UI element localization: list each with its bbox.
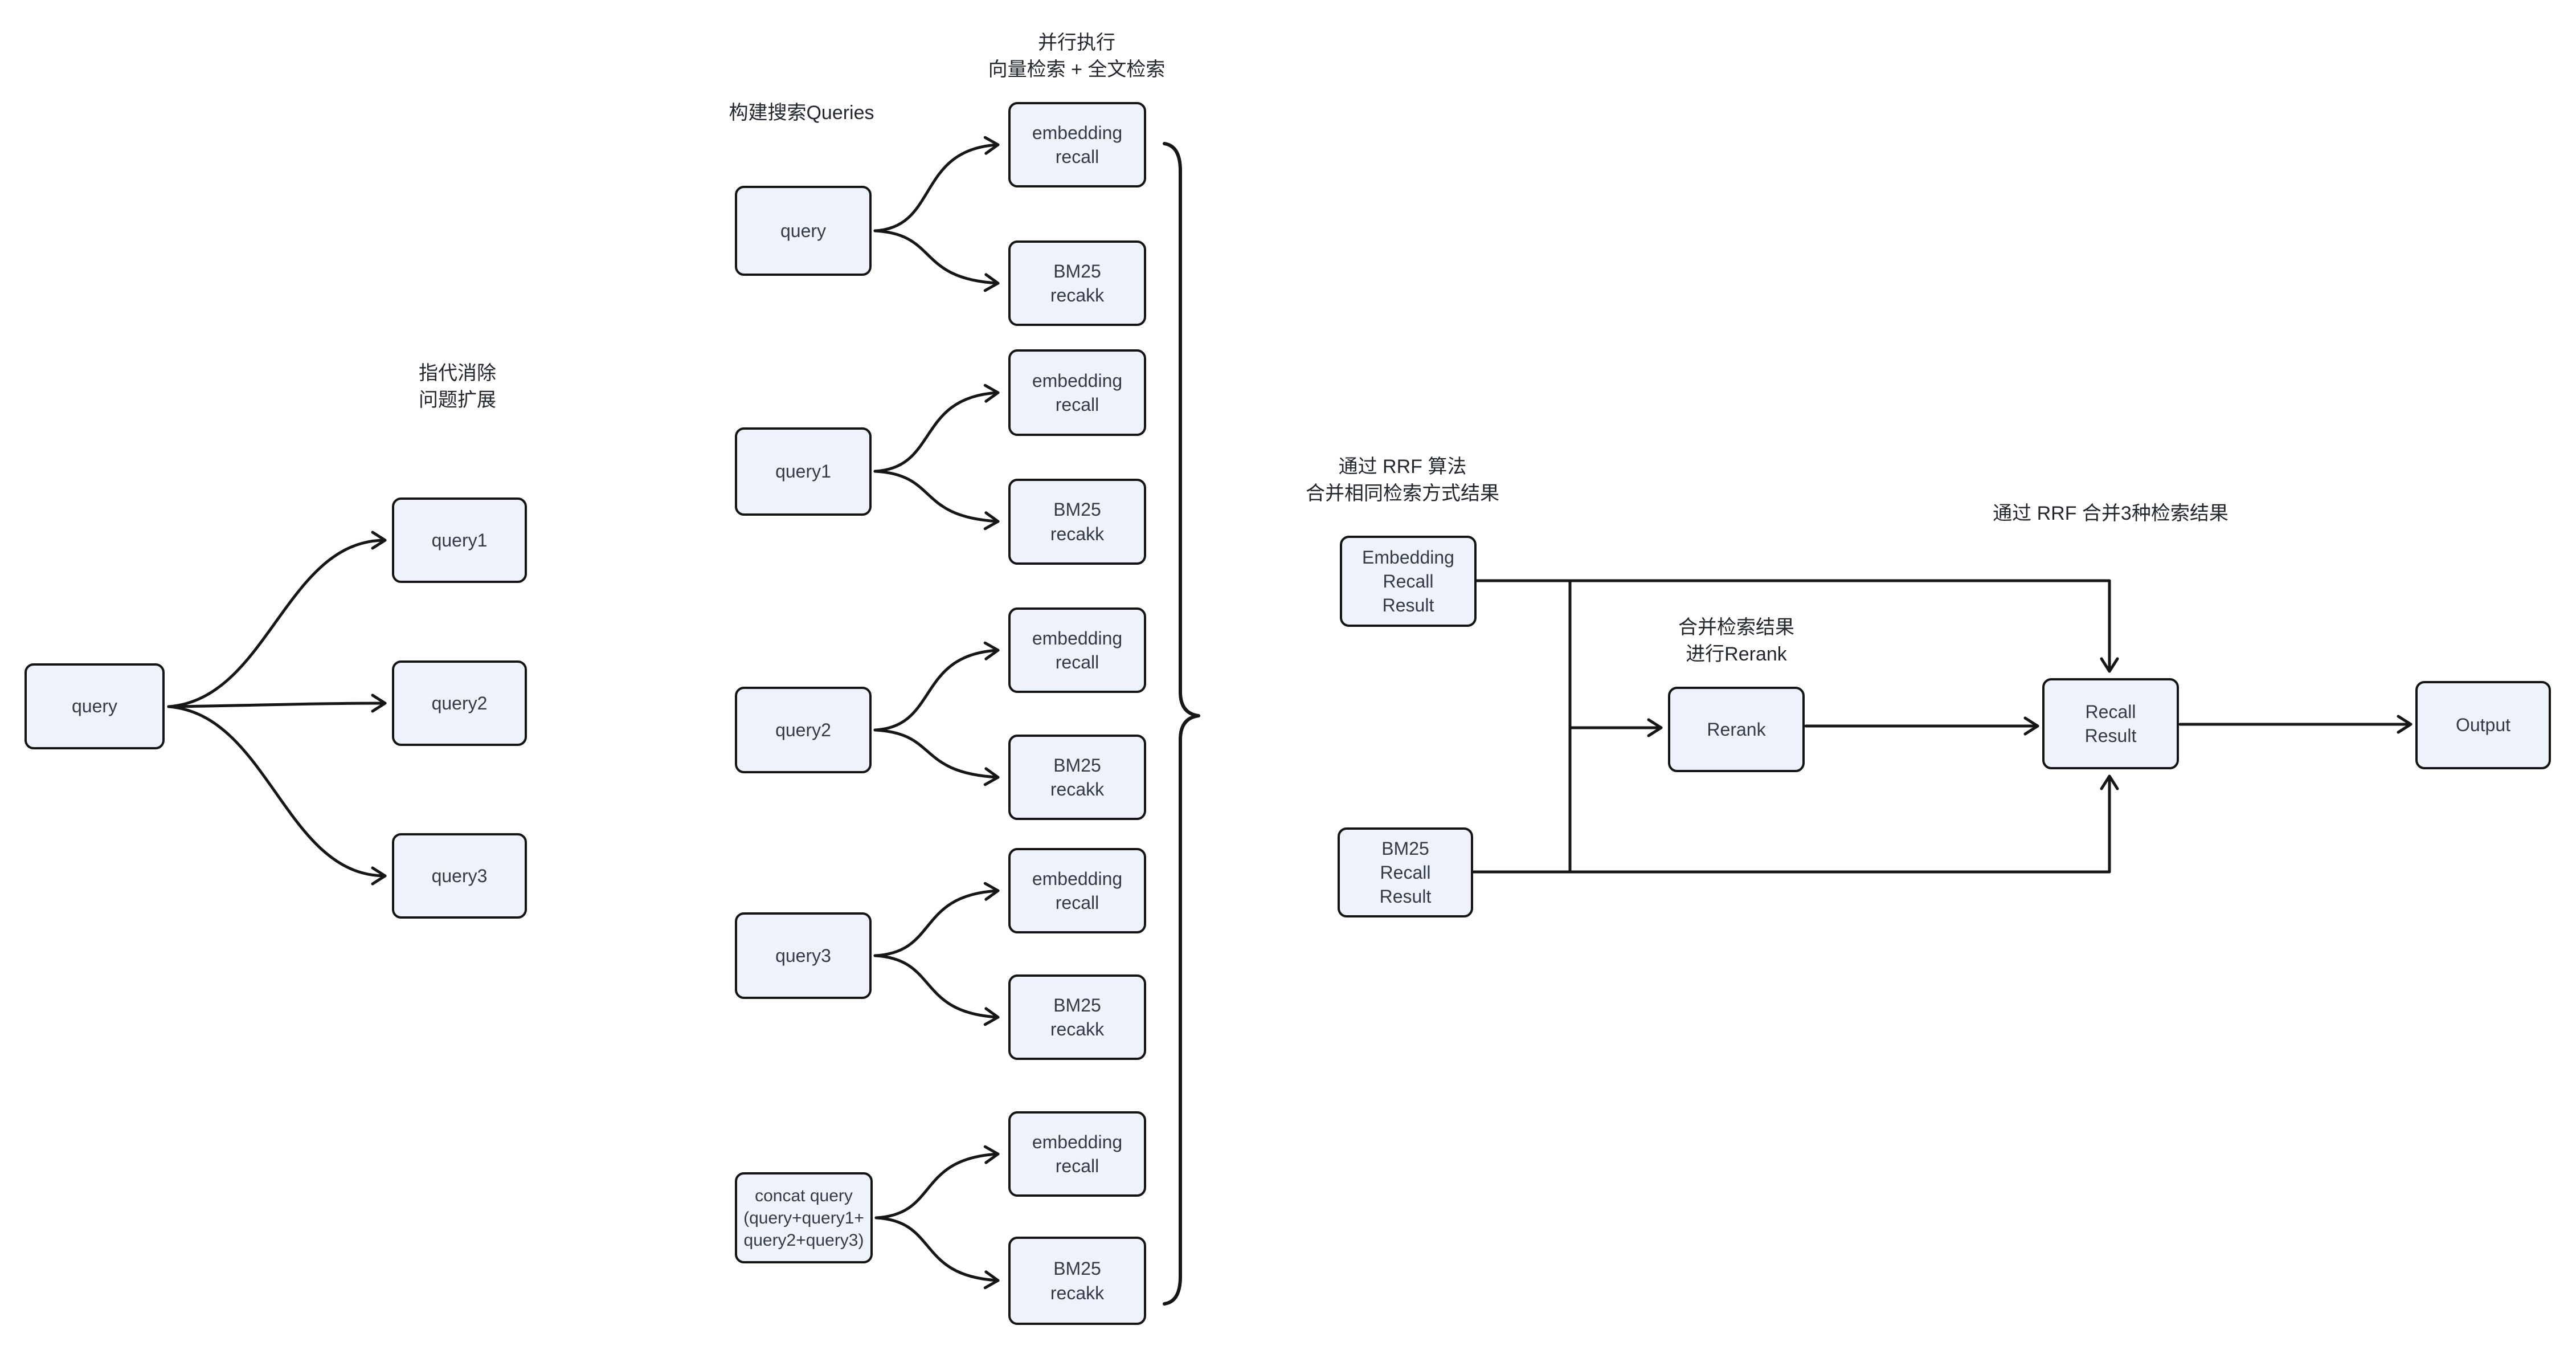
node-bm25-recall-1: BM25 recakk (1008, 479, 1146, 565)
node-bm25-recall-4: BM25 recakk (1008, 1237, 1146, 1325)
node-expanded-query3: query3 (392, 833, 527, 919)
node-search-query-0: query (735, 186, 872, 276)
node-bm25-recall-3: BM25 recakk (1008, 974, 1146, 1060)
edge-g3-query-bm25 (873, 954, 1000, 1026)
node-search-query-1: query1 (735, 427, 872, 516)
label-parallel-execution: 并行执行 向量检索 + 全文检索 (988, 32, 1166, 80)
node-search-query-3: query3 (735, 912, 872, 999)
edge-query-to-query2 (167, 694, 387, 713)
node-bm25-recall-2: BM25 recakk (1008, 735, 1146, 820)
label-coreference-expansion: 指代消除 问题扩展 (419, 362, 496, 411)
node-expanded-query1: query1 (392, 497, 527, 583)
node-embedding-recall-2: embedding recall (1008, 607, 1146, 693)
node-embedding-recall-4: embedding recall (1008, 1111, 1146, 1197)
node-embedding-recall-result: Embedding Recall Result (1340, 536, 1477, 627)
brace-gather-results (1163, 142, 1200, 1306)
edge-g0-query-embedding (873, 136, 1000, 233)
node-embedding-recall-0: embedding recall (1008, 102, 1146, 187)
edge-g2-query-embedding (873, 641, 1000, 732)
edge-g4-query-bm25 (874, 1216, 1000, 1290)
node-recall-result: Recall Result (2042, 678, 2179, 769)
edge-g1-query-embedding (873, 384, 1000, 473)
label-merge-rerank: 合并检索结果 进行Rerank (1678, 617, 1794, 665)
edge-g2-query-bm25 (873, 728, 1000, 786)
node-expanded-query2: query2 (392, 660, 527, 746)
node-bm25-recall-result: BM25 Recall Result (1338, 827, 1473, 917)
label-build-queries: 构建搜索Queries (729, 102, 874, 124)
edge-bm25result-recallresult-bottom (1471, 774, 2119, 874)
edge-g3-query-embedding (873, 882, 1000, 957)
node-rerank: Rerank (1668, 687, 1805, 772)
edge-g1-query-bm25 (873, 470, 1000, 531)
edge-query-to-query1 (167, 531, 387, 708)
node-embedding-recall-1: embedding recall (1008, 349, 1146, 436)
label-rrf-merge-same: 通过 RRF 算法 合并相同检索方式结果 (1306, 456, 1499, 504)
label-rrf-merge-three: 通过 RRF 合并3种检索结果 (1993, 503, 2229, 524)
edge-query-to-query3 (167, 705, 387, 886)
node-concat-query: concat query (query+query1+ query2+query… (735, 1172, 873, 1263)
node-bm25-recall-0: BM25 recakk (1008, 240, 1146, 326)
node-search-query-2: query2 (735, 687, 872, 773)
node-source-query: query (24, 663, 165, 749)
edge-g4-query-embedding (874, 1145, 1000, 1220)
edge-embresult-recallresult-top (1475, 579, 2119, 673)
node-embedding-recall-3: embedding recall (1008, 848, 1146, 933)
node-output: Output (2415, 681, 2551, 769)
edge-g0-query-bm25 (873, 229, 1000, 292)
